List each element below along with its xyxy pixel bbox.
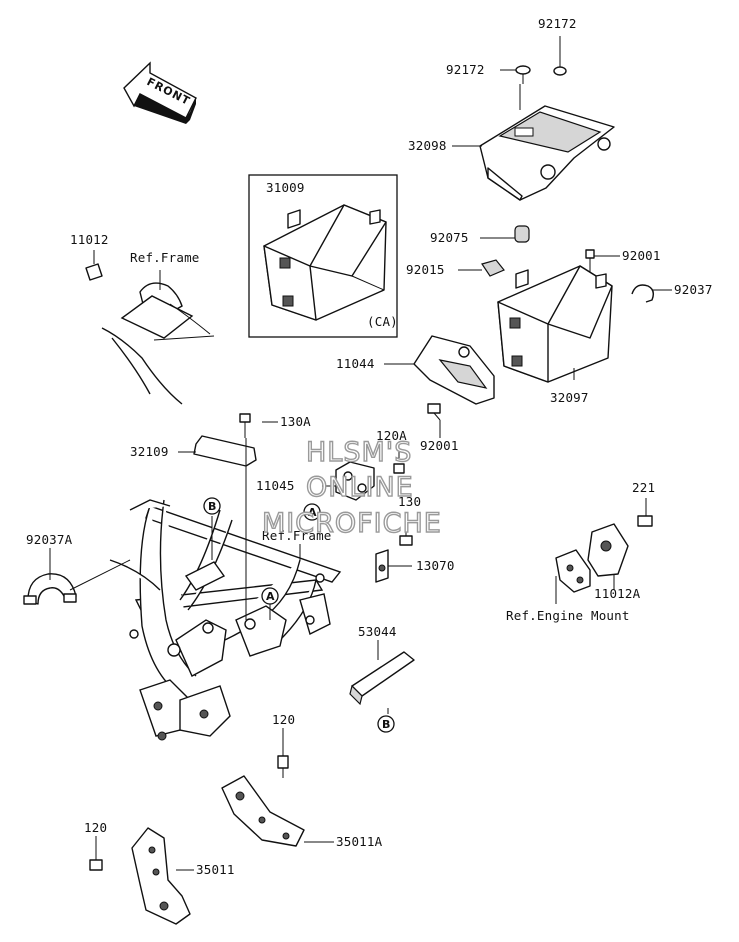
- watermark: HLSM'S ONLINE MICROFICHE: [261, 436, 442, 539]
- screw-92172-a: [515, 65, 531, 84]
- label-92037A: 92037A: [26, 532, 73, 547]
- marker-a-lower: A: [261, 587, 279, 605]
- watermark-line-1: HLSM'S: [306, 437, 412, 468]
- label-92001-upper: 92001: [622, 248, 661, 263]
- label-92001-lower: 92001: [420, 438, 459, 453]
- label-130A: 130A: [280, 414, 311, 429]
- bolt-92001-a: [585, 249, 595, 272]
- bracket-35011: [131, 827, 191, 925]
- label-221: 221: [632, 480, 655, 495]
- inset-box: [248, 174, 398, 338]
- bolt-130A: [239, 413, 251, 438]
- watermark-line-2: ONLINE: [306, 472, 414, 503]
- marker-b-lower: B: [377, 715, 395, 733]
- steering-head-frame: [101, 282, 215, 405]
- bracket-11044: [413, 335, 495, 405]
- svg-text:B: B: [208, 500, 216, 513]
- watermark-line-3: MICROFICHE: [262, 508, 442, 539]
- front-arrow-icon: FRONT: [123, 61, 197, 124]
- bolt-120A: [393, 446, 405, 474]
- label-ref-frame-lower: Ref.Frame: [262, 528, 332, 543]
- engine-mount-plate: [555, 549, 591, 593]
- label-13070: 13070: [416, 558, 455, 573]
- marker-b-upper: B: [203, 497, 221, 515]
- label-11012A: 11012A: [594, 586, 641, 601]
- label-11044: 11044: [336, 356, 375, 371]
- clamp-92037: [631, 284, 655, 303]
- label-92015: 92015: [406, 262, 445, 277]
- screw-92172-b: [553, 36, 567, 76]
- label-32098: 32098: [408, 138, 447, 153]
- label-32097: 32097: [550, 390, 589, 405]
- svg-text:A: A: [266, 590, 275, 603]
- label-92172-top: 92172: [538, 16, 577, 31]
- label-35011: 35011: [196, 862, 235, 877]
- label-32109: 32109: [130, 444, 169, 459]
- battery-case-32097: [497, 265, 613, 383]
- plate-11045: [335, 461, 375, 501]
- label-11045: 11045: [256, 478, 295, 493]
- bracket-35011A: [221, 775, 305, 847]
- bolt-120-b: [89, 859, 103, 871]
- label-ref-frame-upper: Ref.Frame: [130, 250, 200, 265]
- side-cover-32109: [193, 435, 257, 467]
- spacer-92075: [514, 225, 530, 243]
- protector-53044: [349, 651, 415, 706]
- inset-variant-label: (CA): [367, 314, 398, 329]
- bolt-92001-b: [427, 403, 441, 421]
- label-120-mid: 120: [272, 712, 295, 727]
- label-53044: 53044: [358, 624, 397, 639]
- battery-case-31009: [263, 204, 387, 321]
- bolt-221: [637, 515, 653, 527]
- label-92037: 92037: [674, 282, 713, 297]
- svg-text:A: A: [308, 506, 317, 519]
- label-120A: 120A: [376, 428, 407, 443]
- pin-11012: [85, 263, 103, 281]
- battery-cover-32098: [479, 105, 615, 201]
- svg-text:B: B: [382, 718, 390, 731]
- label-130: 130: [398, 494, 421, 509]
- clip-92015: [481, 259, 505, 277]
- bracket-13070: [375, 549, 389, 583]
- bolt-120-a: [277, 755, 289, 778]
- label-120-lower: 120: [84, 820, 107, 835]
- leader-lines: [49, 69, 672, 871]
- marker-a-upper: A: [303, 503, 321, 521]
- engine-mount-11012A: [587, 523, 629, 577]
- label-92172-left: 92172: [446, 62, 485, 77]
- label-31009: 31009: [266, 180, 305, 195]
- label-ref-engine-mount: Ref.Engine Mount: [506, 608, 630, 623]
- label-11012: 11012: [70, 232, 109, 247]
- label-92075: 92075: [430, 230, 469, 245]
- label-35011A: 35011A: [336, 834, 383, 849]
- main-frame: [109, 499, 342, 741]
- clamp-92037A: [23, 573, 77, 605]
